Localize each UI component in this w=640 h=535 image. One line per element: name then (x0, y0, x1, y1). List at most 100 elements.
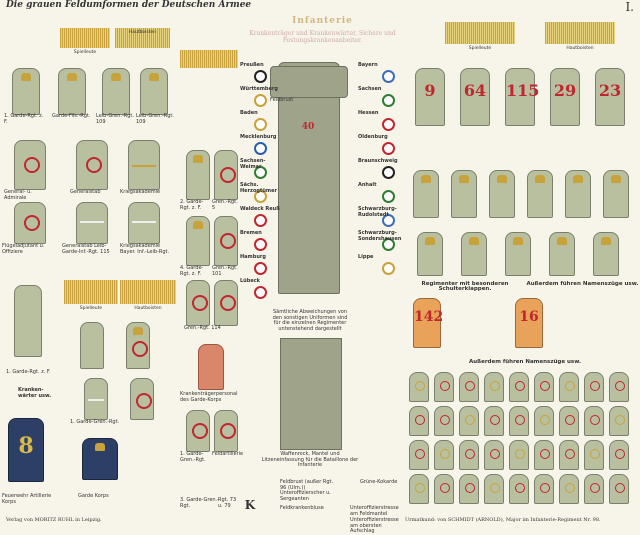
cockade-dot (382, 214, 395, 227)
monogram-strap (534, 406, 554, 436)
monogram-strap (409, 372, 429, 402)
monogram-strap (534, 372, 554, 402)
monogram-mark (490, 415, 500, 425)
spielleute-fringe (60, 28, 110, 48)
strap-number: 9 (424, 81, 436, 100)
mid-strap-7 (186, 410, 210, 452)
mid-fringe (180, 50, 238, 68)
cockade-dot (382, 70, 395, 83)
strap-number: 115 (506, 81, 540, 100)
strap-leibgarde-115 (76, 202, 108, 244)
spielleute2-fringe (64, 280, 118, 304)
monogram-mark (465, 381, 475, 391)
cockade-dot (254, 70, 267, 83)
publisher-line: Verlag von MORITZ RUHL in Leipzig. (6, 517, 102, 523)
strap-label-4: Leib-Gren.-Rgt. 109 (136, 113, 174, 125)
row3-label-2: Generalstab Leib-Garde-Inf.-Rgt. 115 (62, 243, 110, 255)
monogram-mark (540, 483, 550, 493)
monogram-mark (465, 449, 475, 459)
strap-label-3: Leib-Gren.-Rgt. 109 (96, 113, 134, 125)
center-note-2: Waffenrock, Mantel und Litzeneinfassung … (261, 451, 359, 468)
numbered-strap: 23 (595, 68, 625, 126)
cockade-dot (254, 190, 267, 203)
strap-number: 23 (598, 81, 622, 100)
hautboist-fringe (115, 28, 170, 48)
kiste-letter: K (244, 498, 256, 512)
mid-label-1: 2. Garde-Rgt. z. F. (180, 199, 204, 211)
garde-label: 1. Garde-Rgt. z. F. (6, 369, 51, 375)
crown-strap (527, 170, 553, 218)
state-name: Württemberg (240, 86, 278, 92)
monogram-mark (615, 415, 625, 425)
center-cap-3: Grüne-Kokarde (360, 479, 398, 485)
numbered-strap: 29 (550, 68, 580, 126)
feldrock (278, 62, 340, 294)
state-name: Bayern (358, 62, 378, 68)
monogram-strap (484, 406, 504, 436)
strap-center-4 (130, 378, 154, 420)
numbered-strap: 9 (415, 68, 445, 126)
cockade-dot (382, 190, 395, 203)
row2-label-1: General- u. Admirale (4, 189, 32, 201)
left-column: Spielleute Hautboisten 1. Garde-Rgt. z. … (0, 10, 180, 523)
garde-gren-label: 1. Garde-Gren.-Rgt. (70, 419, 120, 425)
center-cap-4: Feldkrankenbluse (280, 505, 324, 511)
strap-label-1: 1. Garde-Rgt. z. F. (4, 113, 44, 125)
monogram-strap (534, 440, 554, 470)
mid-label-9: 3. Garde-Gren.-Rgt. (180, 497, 219, 509)
hautboist2-fringe (120, 280, 176, 304)
monogram-strap (484, 372, 504, 402)
crown-strap (489, 170, 515, 218)
red-strap-142: 142 (413, 298, 443, 348)
crown-strap (461, 232, 487, 276)
right-section-2: Außerdem führen Namenszüge usw. (526, 281, 639, 287)
monogram-mark (615, 381, 625, 391)
cockade-dot (382, 94, 395, 107)
strap-general (14, 140, 46, 190)
monogram-mark (540, 449, 550, 459)
monogram-strap (409, 440, 429, 470)
mid-strap-5 (186, 280, 210, 326)
strap-center-3 (84, 378, 108, 420)
crown-strap (593, 232, 619, 276)
mantel (280, 338, 342, 450)
strap-bayer-leib (128, 202, 160, 244)
strap-garde-korps (82, 438, 118, 480)
center-column: Infanterie Krankenträger und Krankenwärt… (240, 10, 405, 534)
monogram-mark (615, 449, 625, 459)
mid-strap-6 (214, 280, 238, 326)
monogram-mark (565, 415, 575, 425)
center-title: Infanterie (292, 16, 353, 26)
crown-strap (417, 232, 443, 276)
monogram-mark (590, 483, 600, 493)
monogram-mark (465, 415, 475, 425)
mid-label-10: Rgt. 73 u. 79 (218, 497, 237, 509)
mid-label-3: 4. Garde-Rgt. z. F. (180, 265, 204, 277)
monogram-strap (459, 474, 479, 504)
mid-label-4: Gren.-Rgt. 101 (212, 265, 238, 277)
center-cap-6: Unteroffizierstresse am obersten Aufschl… (350, 517, 399, 534)
monogram-mark (415, 449, 425, 459)
monogram-mark (440, 449, 450, 459)
mid-label-6: Krankenträgerpersonal des Garde-Korps (180, 391, 238, 403)
monogram-strap (584, 406, 604, 436)
state-name: Hessen (358, 110, 379, 116)
strap-garde-2 (14, 285, 42, 357)
mid-strap-red (198, 344, 224, 390)
row2-label-2: Generalstab (70, 189, 101, 195)
monogram-mark (540, 381, 550, 391)
strap-center-2 (126, 322, 150, 369)
monogram-mark (565, 381, 575, 391)
monogram-mark (590, 449, 600, 459)
state-name: Braunschweig (358, 158, 398, 164)
mid-label-5: Gren.-Rgt. 114 (184, 325, 221, 331)
bottom-label-1: Feuerwehr Artillerie Korps (2, 493, 52, 505)
monogram-mark (490, 449, 500, 459)
plate-number: I. (625, 0, 634, 14)
monogram-mark (465, 483, 475, 493)
numbered-strap: 64 (460, 68, 490, 126)
hautboist-label: Hautboisten (128, 30, 157, 35)
mid-label-7: 1. Garde-Gren.-Rgt. (180, 451, 206, 463)
